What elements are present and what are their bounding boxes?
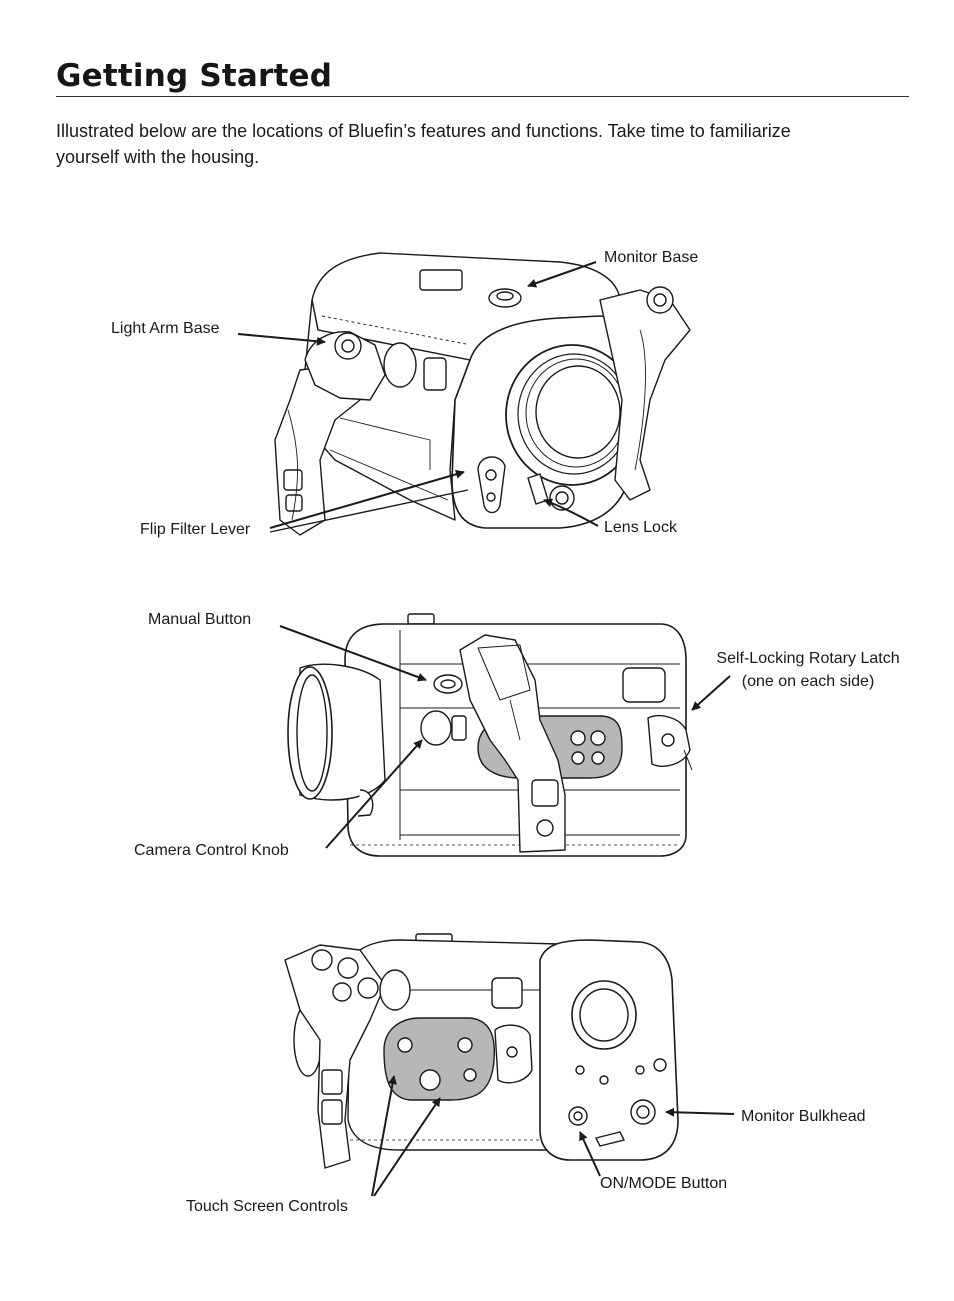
monitor-base-fitting <box>488 288 522 308</box>
arrow-monitor-bulkhead <box>665 1107 735 1117</box>
arrow-touch-screen-1 <box>371 1075 397 1197</box>
rear-handle <box>284 944 386 1169</box>
figure-2-callouts <box>279 625 731 849</box>
touch-screen-panel <box>383 1017 496 1101</box>
label-monitor-base: Monitor Base <box>604 249 699 266</box>
figure-1-callouts <box>237 261 599 533</box>
rear-window <box>571 980 637 1050</box>
manual-button <box>433 674 463 694</box>
label-monitor-bulkhead: Monitor Bulkhead <box>741 1108 866 1125</box>
arrow-rotary-latch <box>691 675 731 711</box>
flip-filter-lever-part <box>477 456 506 514</box>
monitor-bulkhead-part <box>630 1099 656 1125</box>
arrow-camera-knob <box>325 739 423 849</box>
right-light-arm-ball <box>646 286 674 314</box>
label-rotary-latch-line-2: (one on each side) <box>741 673 875 690</box>
arrow-flip-filter-2 <box>269 489 469 533</box>
label-touch-screen-controls: Touch Screen Controls <box>186 1198 348 1215</box>
label-rotary-latch: Self-Locking Rotary Latch (one on each s… <box>706 649 910 692</box>
title-rule <box>56 96 909 97</box>
housing-side-illustration <box>287 613 693 857</box>
figure-3-callouts <box>371 1075 735 1197</box>
arrow-light-arm-base <box>237 333 326 346</box>
arrow-on-mode-button <box>579 1131 601 1177</box>
left-light-arm-base <box>304 331 386 401</box>
intro-line-1: Illustrated below are the locations of B… <box>56 121 791 141</box>
control-knob-top <box>383 342 417 388</box>
rear-plate <box>539 939 679 1161</box>
label-lens-lock: Lens Lock <box>604 519 677 536</box>
camera-control-knob <box>420 710 452 746</box>
light-arm-ball <box>334 332 362 360</box>
label-manual-button: Manual Button <box>148 611 252 628</box>
intro-line-2: yourself with the housing. <box>56 147 260 167</box>
label-light-arm-base: Light Arm Base <box>111 320 220 337</box>
label-on-mode-button: ON/MODE Button <box>600 1175 728 1192</box>
arrow-touch-screen-2 <box>373 1097 441 1197</box>
page-title: Getting Started <box>56 58 333 94</box>
lens-glass <box>535 365 621 459</box>
label-flip-filter-lever: Flip Filter Lever <box>140 521 251 538</box>
side-rotary-latch <box>647 714 691 768</box>
label-rotary-latch-line-1: Self-Locking Rotary Latch <box>716 650 900 667</box>
housing-front-illustration <box>274 252 691 536</box>
on-mode-button-part <box>568 1106 588 1126</box>
arrow-lens-lock <box>543 498 599 527</box>
label-camera-control-knob: Camera Control Knob <box>134 842 289 859</box>
arrow-flip-filter-1 <box>269 469 465 529</box>
intro-paragraph: Illustrated below are the locations of B… <box>56 118 906 170</box>
arrow-manual-button <box>279 625 427 682</box>
arrow-monitor-base <box>527 261 597 288</box>
side-handle <box>459 634 566 853</box>
housing-rear-illustration <box>284 933 679 1169</box>
